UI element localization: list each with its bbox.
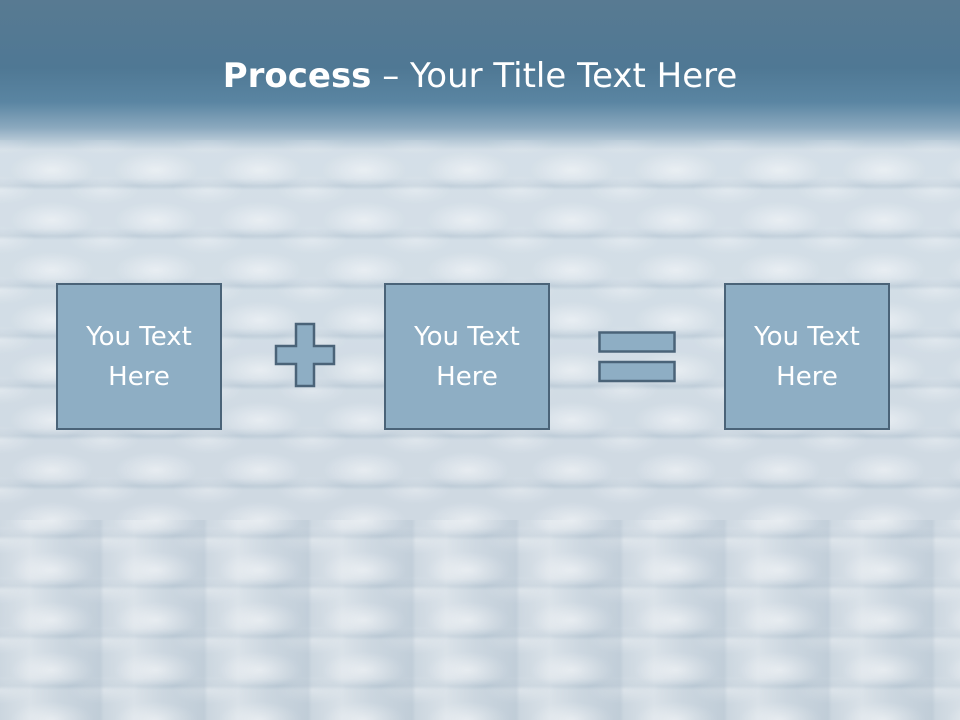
title-banner [0, 0, 960, 150]
title-bold: Process [222, 56, 372, 96]
process-box-2-text: You Text Here [414, 321, 520, 392]
background-texture [0, 140, 960, 720]
process-box-2: You Text Here [384, 283, 550, 430]
equals-icon [598, 331, 676, 383]
process-box-1-text: You Text Here [86, 321, 192, 392]
plus-icon [274, 322, 336, 388]
process-box-3: You Text Here [724, 283, 890, 430]
title-rest: – Your Title Text Here [371, 56, 738, 96]
process-box-1: You Text Here [56, 283, 222, 430]
slide-title: Process – Your Title Text Here [0, 52, 960, 100]
process-box-3-text: You Text Here [754, 321, 860, 392]
background-texture-lower [0, 520, 960, 720]
